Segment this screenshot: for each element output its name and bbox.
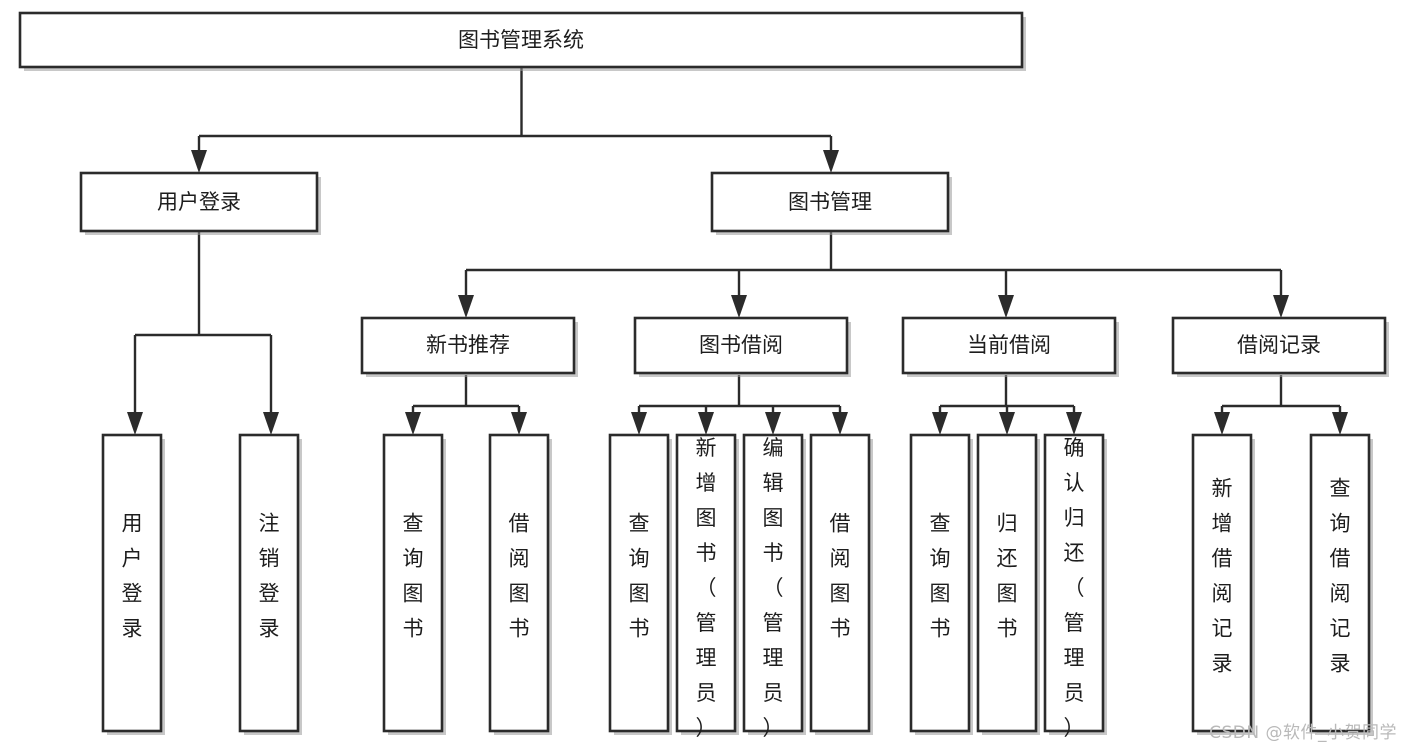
node-borrow-record[interactable]: 借阅记录 — [1171, 316, 1389, 377]
current-borrow-label: 当前借阅 — [967, 333, 1051, 357]
node-leaf-add-record[interactable]: 新增借阅记录 — [1191, 433, 1255, 735]
arrowhead-current-borrow — [998, 295, 1014, 318]
node-book-borrow[interactable]: 图书借阅 — [633, 316, 851, 377]
arrowhead-user-login — [191, 150, 207, 173]
arrowhead-borrow-record — [1273, 295, 1289, 318]
borrow-record-label: 借阅记录 — [1237, 333, 1321, 357]
arrowhead-leaf-borrow-book-2 — [832, 412, 848, 435]
arrowhead-book-manage — [823, 150, 839, 173]
arrowhead-leaf-edit-book — [765, 412, 781, 435]
node-leaf-add-book[interactable]: 新增图书（管理员） — [675, 433, 739, 740]
node-leaf-user-logout[interactable]: 注销登录 — [238, 433, 302, 735]
leaf-query-record-label: 查询借阅记录 — [1330, 477, 1351, 676]
book-borrow-label: 图书借阅 — [699, 333, 783, 357]
arrowhead-book-borrow — [731, 295, 747, 318]
user-login-label: 用户登录 — [157, 190, 241, 214]
arrowhead-leaf-borrow-book-1 — [511, 412, 527, 435]
current-borrow-box — [901, 316, 1117, 375]
node-leaf-return-book[interactable]: 归还图书 — [976, 433, 1040, 735]
leaf-user-logout-box — [238, 433, 300, 733]
leaf-return-book-box — [976, 433, 1038, 733]
leaf-borrow-book-1-label: 借阅图书 — [509, 512, 530, 641]
connector-layer — [127, 67, 1348, 435]
arrowhead-leaf-user-logout — [263, 412, 279, 435]
node-root[interactable]: 图书管理系统 — [18, 11, 1026, 71]
leaf-query-book-1-box — [382, 433, 444, 733]
leaf-edit-book-label: 编辑图书（管理员） — [763, 436, 784, 740]
node-leaf-borrow-book-2[interactable]: 借阅图书 — [809, 433, 873, 735]
node-current-borrow[interactable]: 当前借阅 — [901, 316, 1119, 377]
leaf-confirm-return-box — [1043, 433, 1105, 733]
leaf-query-book-1-label: 查询图书 — [403, 512, 424, 641]
arrowhead-leaf-add-book — [698, 412, 714, 435]
node-leaf-user-login[interactable]: 用户登录 — [101, 433, 165, 735]
book-manage-box — [710, 171, 950, 233]
node-book-manage[interactable]: 图书管理 — [710, 171, 952, 235]
new-book-rec-box — [360, 316, 576, 375]
leaf-borrow-book-2-box — [809, 433, 871, 733]
leaf-query-book-2-box — [608, 433, 670, 733]
arrowhead-leaf-query-book-2 — [631, 412, 647, 435]
node-new-book-rec[interactable]: 新书推荐 — [360, 316, 578, 377]
leaf-user-login-box — [101, 433, 163, 733]
arrowhead-leaf-query-book-1 — [405, 412, 421, 435]
csdn-watermark: CSDN @软件_小贺同学 — [1209, 723, 1397, 743]
leaf-borrow-book-2-label: 借阅图书 — [830, 512, 851, 641]
node-leaf-borrow-book-1[interactable]: 借阅图书 — [488, 433, 552, 735]
book-borrow-box — [633, 316, 849, 375]
root-label: 图书管理系统 — [458, 28, 584, 52]
arrowhead-new-book-rec — [458, 295, 474, 318]
leaf-add-record-box — [1191, 433, 1253, 733]
leaf-query-book-3-box — [909, 433, 971, 733]
borrow-record-box — [1171, 316, 1387, 375]
leaf-add-record-label: 新增借阅记录 — [1212, 477, 1233, 676]
leaf-add-book-label: 新增图书（管理员） — [696, 436, 717, 740]
leaf-edit-book-box — [742, 433, 804, 733]
node-user-login[interactable]: 用户登录 — [79, 171, 321, 235]
new-book-rec-label: 新书推荐 — [426, 333, 510, 357]
arrowhead-leaf-query-record — [1332, 412, 1348, 435]
node-leaf-query-book-2[interactable]: 查询图书 — [608, 433, 672, 735]
leaf-query-record-box — [1309, 433, 1371, 733]
root-box — [18, 11, 1024, 69]
user-login-box — [79, 171, 319, 233]
book-manage-label: 图书管理 — [788, 190, 872, 214]
node-leaf-query-record[interactable]: 查询借阅记录 — [1309, 433, 1373, 735]
arrowhead-leaf-confirm-return — [1066, 412, 1082, 435]
leaf-user-login-label: 用户登录 — [122, 512, 143, 641]
arrowhead-leaf-query-book-3 — [932, 412, 948, 435]
node-leaf-query-book-3[interactable]: 查询图书 — [909, 433, 973, 735]
leaf-user-logout-label: 注销登录 — [259, 512, 280, 641]
leaf-query-book-3-label: 查询图书 — [930, 512, 951, 641]
leaf-add-book-box — [675, 433, 737, 733]
leaf-confirm-return-label: 确认归还（管理员） — [1064, 436, 1085, 740]
arrowhead-leaf-user-login — [127, 412, 143, 435]
node-leaf-query-book-1[interactable]: 查询图书 — [382, 433, 446, 735]
leaf-return-book-label: 归还图书 — [997, 512, 1018, 641]
arrowhead-leaf-add-record — [1214, 412, 1230, 435]
leaf-borrow-book-1-box — [488, 433, 550, 733]
node-leaf-edit-book[interactable]: 编辑图书（管理员） — [742, 433, 806, 740]
leaf-query-book-2-label: 查询图书 — [629, 512, 650, 641]
arrowhead-leaf-return-book — [999, 412, 1015, 435]
node-leaf-confirm-return[interactable]: 确认归还（管理员） — [1043, 433, 1107, 740]
